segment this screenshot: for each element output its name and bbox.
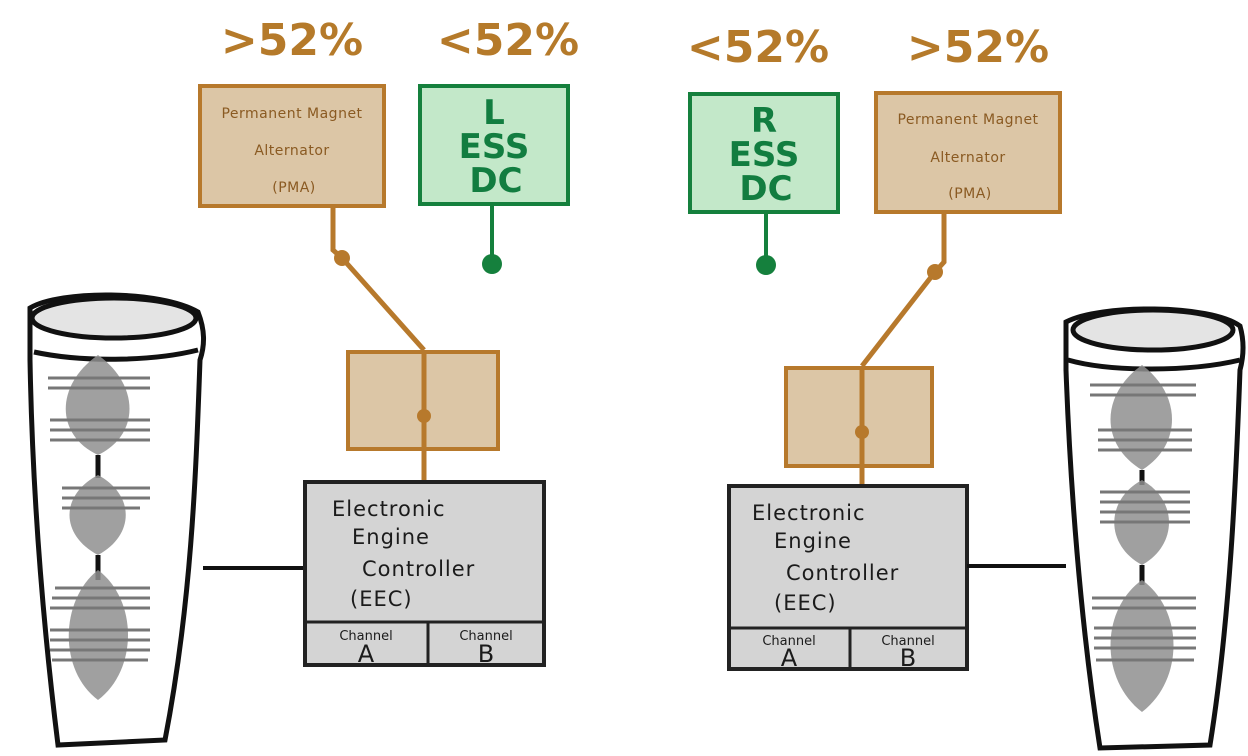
right-channel-a-label: Channel xyxy=(762,634,815,649)
right-pma-threshold: >52% xyxy=(907,22,1049,73)
left-pma-box: Permanent Magnet Alternator (PMA) xyxy=(198,84,386,208)
right-channel-b-letter: B xyxy=(900,644,916,672)
right-channel-b-label: Channel xyxy=(881,634,934,649)
right-bus-threshold: <52% xyxy=(687,22,829,73)
left-channel-b-label: Channel xyxy=(459,629,512,644)
right-engine xyxy=(1063,306,1246,751)
right-ess-dc-box: R ESS DC xyxy=(688,92,840,214)
right-bus-line2: ESS xyxy=(729,135,800,175)
right-pma-line2: Alternator xyxy=(930,150,1005,166)
right-pma-line3: (PMA) xyxy=(948,186,992,202)
left-pma-line2: Alternator xyxy=(254,143,329,159)
left-engine xyxy=(27,292,206,748)
right-pma-line1: Permanent Magnet xyxy=(897,112,1038,128)
left-pma-line1: Permanent Magnet xyxy=(221,106,362,122)
left-pma-switch-pivot xyxy=(334,250,350,266)
right-eec-line2: Engine xyxy=(774,529,852,553)
left-pma-threshold: >52% xyxy=(221,15,363,66)
right-eec-line1: Electronic xyxy=(752,501,866,525)
left-eec-box: Electronic Engine Controller (EEC) Chann… xyxy=(303,480,546,668)
right-eec-line3: Controller xyxy=(786,561,899,585)
left-pma-switch xyxy=(330,206,426,352)
right-eec-box: Electronic Engine Controller (EEC) Chann… xyxy=(727,484,969,672)
left-eec-line3: Controller xyxy=(362,557,475,581)
right-bus-line3: DC xyxy=(739,169,792,209)
right-pma-switch-pivot xyxy=(927,264,943,280)
left-channel-b-letter: B xyxy=(478,640,494,668)
left-eec-line4: (EEC) xyxy=(350,587,413,611)
right-pma-switch xyxy=(860,212,947,368)
right-bus-line1: R xyxy=(751,101,777,141)
right-eec-line4: (EEC) xyxy=(774,591,837,615)
left-relay-box xyxy=(346,350,500,485)
left-channel-a-letter: A xyxy=(358,640,375,668)
right-channel-a-letter: A xyxy=(781,644,798,672)
right-pma-box: Permanent Magnet Alternator (PMA) xyxy=(874,91,1062,214)
right-ess-dc-terminal xyxy=(756,255,776,275)
left-eec-line1: Electronic xyxy=(332,497,446,521)
left-bus-line3: DC xyxy=(469,161,522,201)
right-relay-box xyxy=(784,366,934,488)
left-pma-line3: (PMA) xyxy=(272,180,316,196)
left-eec-line2: Engine xyxy=(352,525,430,549)
left-channel-a-label: Channel xyxy=(339,629,392,644)
left-ess-dc-box: L ESS DC xyxy=(418,84,570,206)
left-bus-line1: L xyxy=(483,93,505,133)
left-bus-line2: ESS xyxy=(459,127,530,167)
left-ess-dc-terminal xyxy=(482,254,502,274)
left-bus-threshold: <52% xyxy=(437,15,579,66)
